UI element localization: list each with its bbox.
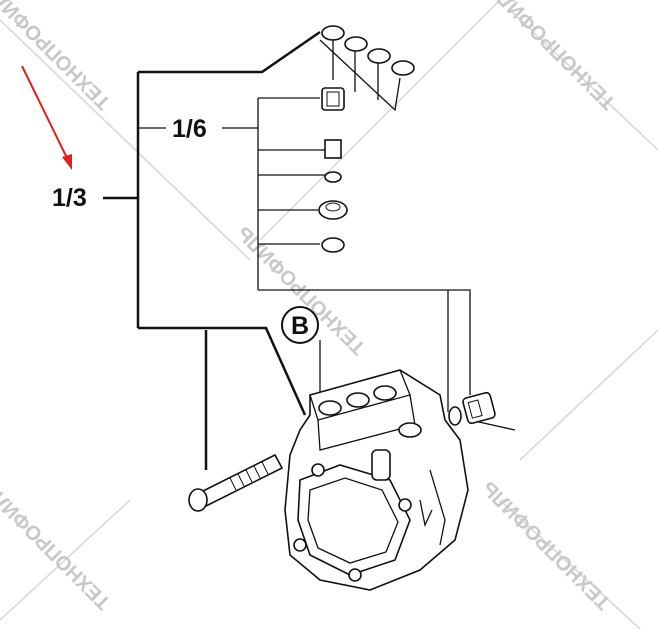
callout-b: B bbox=[281, 306, 319, 344]
bolt bbox=[188, 453, 284, 512]
side-plug bbox=[448, 391, 496, 426]
valve-parts bbox=[318, 87, 348, 253]
red-arrow-icon bbox=[21, 65, 72, 170]
svg-text:ТЕХНОПРОФИЛЬ: ТЕХНОПРОФИЛЬ bbox=[483, 0, 620, 114]
label-1-3: 1/3 bbox=[52, 184, 87, 212]
label-1-6: 1/6 bbox=[172, 115, 207, 143]
svg-text:ТЕХНОПРОФИЛЬ: ТЕХНОПРОФИЛЬ bbox=[0, 0, 115, 114]
svg-text:ТЕХНОПРОФИЛЬ: ТЕХНОПРОФИЛЬ bbox=[478, 477, 615, 614]
leader-lines bbox=[103, 30, 516, 470]
o-ring-set bbox=[321, 25, 415, 76]
svg-text:B: B bbox=[291, 312, 309, 340]
pump-head bbox=[284, 369, 469, 591]
svg-text:ТЕХНОПРОФИЛЬ: ТЕХНОПРОФИЛЬ bbox=[0, 477, 115, 614]
